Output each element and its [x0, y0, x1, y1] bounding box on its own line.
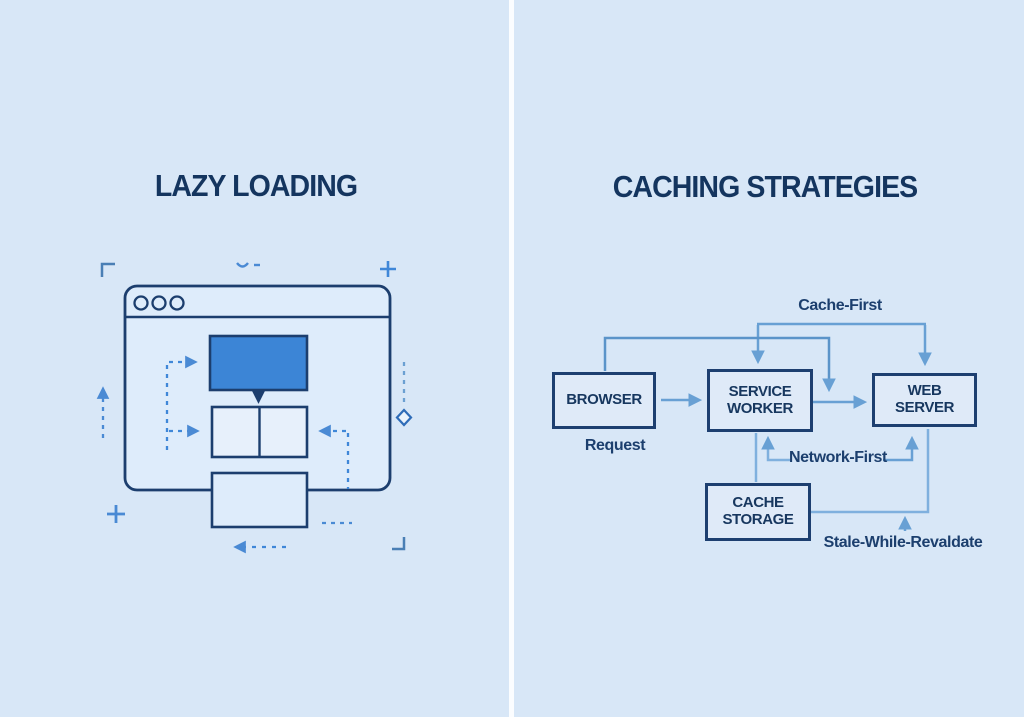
node-web-server: WEB SERVER — [872, 373, 977, 427]
diamond-icon — [395, 408, 413, 427]
label-cache-first: Cache-First — [798, 297, 882, 314]
label-request: Request — [584, 437, 646, 454]
plus-icon-top-right — [380, 261, 396, 277]
lazy-loading-title: LAZY LOADING — [154, 168, 358, 203]
panel-divider — [509, 0, 514, 717]
node-cache-storage: CACHE STORAGE — [705, 483, 811, 541]
loaded-content-block — [208, 334, 309, 392]
network-first-right-elbow — [883, 435, 919, 462]
plus-icon-bottom-left — [107, 505, 125, 523]
stale-while-revalidate-line — [811, 429, 930, 514]
curve-decoration-icon — [236, 262, 249, 268]
placeholder-block-bottom — [210, 471, 309, 529]
node-browser: BROWSER — [552, 372, 656, 429]
label-network-first: Network-First — [789, 449, 887, 466]
window-dot-icon — [151, 295, 167, 311]
window-dot-icon — [169, 295, 185, 311]
label-stale-while-revalidate: Stale-While-Revaldate — [823, 534, 983, 551]
caching-strategies-title: CACHING STRATEGIES — [612, 169, 918, 204]
node-service-worker: SERVICE WORKER — [707, 369, 813, 432]
corner-bracket-top-left-icon — [100, 262, 115, 277]
corner-bracket-bottom-right-icon — [392, 537, 406, 551]
window-dot-icon — [133, 295, 149, 311]
lazy-loading-illustration — [96, 261, 413, 554]
caching-flow-lines — [603, 322, 932, 531]
network-first-left-elbow — [761, 435, 791, 462]
browser-roundtrip-line — [603, 336, 836, 393]
